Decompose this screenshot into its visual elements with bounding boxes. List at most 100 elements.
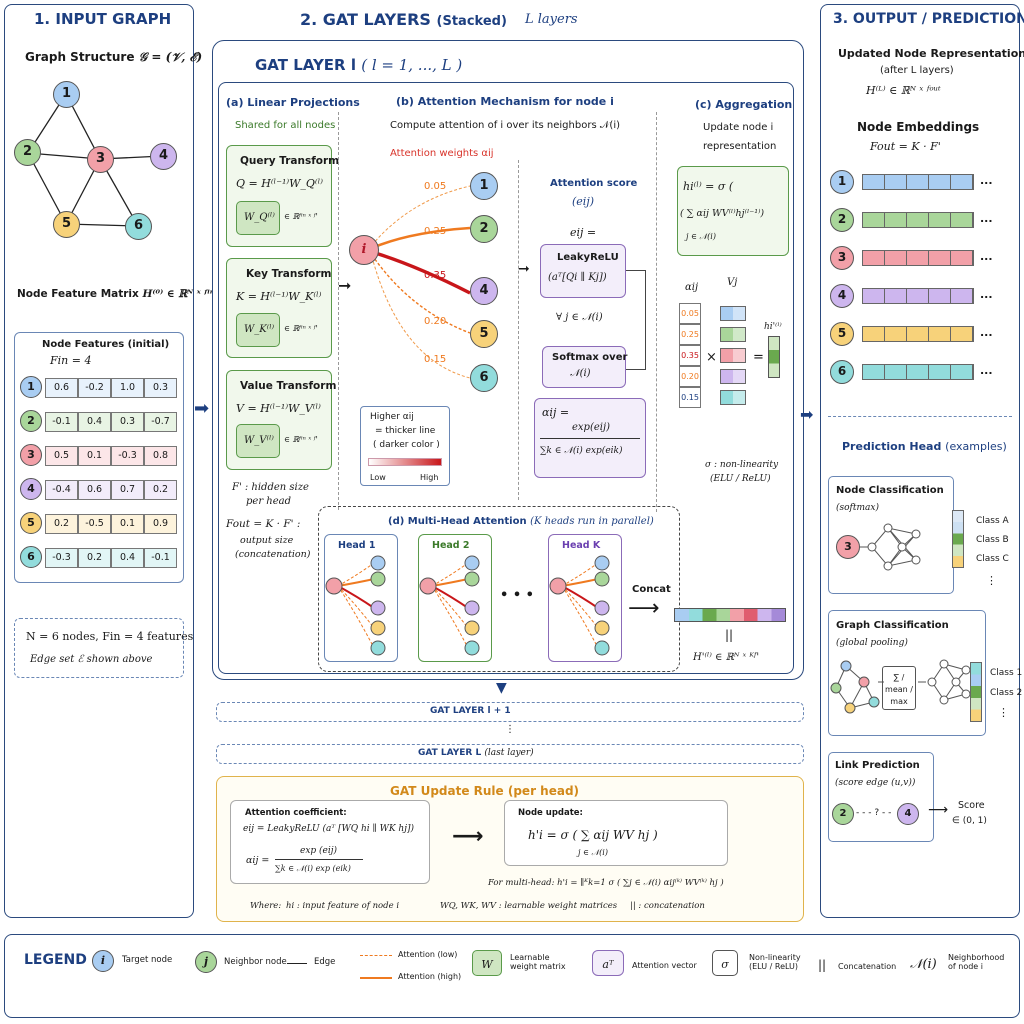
hprime-label: H'⁽ˡ⁾ ∈ ℝᴺ ˣ ᴷᶠ' <box>693 652 760 663</box>
legend-panel <box>4 934 1020 1018</box>
value-transform-label: Value Transform <box>240 380 337 392</box>
graph-node-1: 1 <box>53 81 80 108</box>
legend-edge-line <box>287 963 307 964</box>
feature-cell: 0.8 <box>144 446 177 466</box>
aggregation-eq-3: j ∈ 𝒩(i) <box>686 232 716 241</box>
aggregation-eq-box <box>677 166 789 256</box>
l-layers-label: L layers <box>525 12 578 27</box>
aggregation-alpha-cell: 0.25 <box>679 324 701 345</box>
feature-node-1: 1 <box>20 376 42 398</box>
summary-line-2: Edge set ℰ shown above <box>30 654 153 665</box>
feature-cell: 0.2 <box>144 480 177 500</box>
feature-cell: 1.0 <box>111 378 144 398</box>
legend-title: LEGEND <box>24 952 87 968</box>
attention-weights-label: Attention weights αij <box>390 148 494 159</box>
rule-arrow: ⟶ <box>452 824 484 849</box>
legend-edge-text: Edge <box>314 957 336 967</box>
head-box <box>418 534 492 662</box>
lp-arrow: ⟶ <box>928 802 949 818</box>
divider-b-score <box>518 160 519 500</box>
softmax-n: 𝒩(i) <box>570 368 591 379</box>
output-title: 3. OUTPUT / PREDICTION <box>833 11 1024 27</box>
aggregation-v-cell <box>720 306 746 321</box>
embedding-node-4: 4 <box>830 284 854 308</box>
embedding-node-1: 1 <box>830 170 854 194</box>
att-legend-1: Higher αij <box>370 412 414 422</box>
legend-target-text: Target node <box>122 955 173 965</box>
attention-neighbor-node: 5 <box>470 320 498 348</box>
class-a: Class A <box>976 516 1009 526</box>
head-graph-svg <box>549 555 610 656</box>
shared-label: Shared for all nodes <box>235 120 336 131</box>
attention-neighbor-node: 4 <box>470 277 498 305</box>
node-features-title: Node Features (initial) <box>42 339 170 350</box>
head-label: Head 1 <box>338 540 376 551</box>
key-eq: K = H⁽ˡ⁻¹⁾W_K⁽ˡ⁾ <box>236 290 322 303</box>
divider-b-c <box>656 112 657 512</box>
coef-eq: eij = LeakyReLU (aᵀ [WQ hi ∥ WK hj]) <box>243 824 415 834</box>
aggregation-title: (c) Aggregation <box>695 98 793 111</box>
att-legend-2: = thicker line <box>375 426 436 436</box>
output-divider <box>828 416 1012 417</box>
node-update-sub: j ∈ 𝒩(i) <box>578 848 608 857</box>
legend-att-vec-text: Attention vector <box>632 961 697 970</box>
graph-node-2: 2 <box>14 139 41 166</box>
multi-head-title: (d) Multi-Head Attention (K heads run in… <box>388 516 654 527</box>
embedding-vector <box>862 174 974 190</box>
head-box <box>324 534 398 662</box>
arrow-col2-col3: ➡ <box>800 405 814 424</box>
multihead-eq: For multi-head: h'i = ∥ᴷk=1 σ ( ∑j ∈ 𝒩(i… <box>488 878 724 888</box>
input-graph-title: 1. INPUT GRAPH <box>34 10 172 28</box>
node-embeddings-label: Node Embeddings <box>857 120 980 134</box>
nc-network-svg <box>860 523 921 571</box>
node-class-title: Node Classification <box>836 485 944 496</box>
graph-node-4: 4 <box>150 143 177 170</box>
bracket-line <box>626 270 646 370</box>
feature-cell: 0.2 <box>45 514 78 534</box>
gat-layer-title: GAT LAYER l ( l = 1, ..., L ) <box>255 56 463 74</box>
att-legend-low: Low <box>370 473 386 482</box>
link-pred-sub: (score edge (u,v)) <box>835 778 916 788</box>
pool-label: ∑ / mean / max <box>885 673 913 706</box>
att-legend-box <box>360 406 450 486</box>
graph-node-5: 5 <box>53 211 80 238</box>
embedding-vector <box>862 212 974 228</box>
update-rule-title: GAT Update Rule (per head) <box>390 784 580 798</box>
concat-vector <box>674 608 786 622</box>
legend-nb-text: Neighborhood of node i <box>948 953 1005 971</box>
updated-rep-sub: (after L layers) <box>880 65 954 76</box>
feature-cell: 0.7 <box>111 480 144 500</box>
embedding-node-5: 5 <box>830 322 854 346</box>
head-box <box>548 534 622 662</box>
head-graph-svg <box>419 555 480 656</box>
fprime-line-1: F' : hidden size <box>232 482 309 493</box>
gat-layer-last-box <box>216 744 804 764</box>
legend-conc-sym: || <box>818 958 827 972</box>
attention-weight: 0.25 <box>424 226 447 237</box>
softmax-box <box>542 346 626 388</box>
legend-sigma-icon: σ <box>712 950 738 976</box>
summary-line-1: N = 6 nodes, Fin = 4 features <box>26 630 194 643</box>
alpha-den: ∑k ∈ 𝒩(i) exp(eik) <box>540 446 623 456</box>
value-eq: V = H⁽ˡ⁻¹⁾W_V⁽ˡ⁾ <box>236 402 321 415</box>
aggregation-eq-2: ( ∑ αij WV⁽ˡ⁾hj⁽ˡ⁻¹⁾) <box>680 208 765 219</box>
embedding-node-3: 3 <box>830 246 854 270</box>
feature-cell: -0.3 <box>45 548 78 568</box>
embedding-node-6: 6 <box>830 360 854 384</box>
gat-layer-last-label: GAT LAYER L (last layer) <box>418 748 534 758</box>
leakyrelu-label: LeakyReLU <box>557 252 619 263</box>
where-label: Where: <box>250 901 282 911</box>
embedding-ellipsis: ... <box>980 326 993 339</box>
link-pred-box <box>828 752 934 842</box>
feature-cell: 0.6 <box>78 480 111 500</box>
gc-class-bar <box>970 662 982 722</box>
feature-cell: 0.4 <box>111 548 144 568</box>
attention-neighbor-node: 2 <box>470 215 498 243</box>
legend-nb-sym: 𝒩(i) <box>910 957 937 972</box>
softmax-label: Softmax over <box>552 352 628 363</box>
nc-node: 3 <box>836 535 860 559</box>
wq-dim: ∈ ℝᶠⁱⁿ ˣ ᶠ' <box>284 212 318 221</box>
node-class-sub: (softmax) <box>836 503 879 513</box>
leakyrelu-box <box>540 244 626 298</box>
legend-att-high-text: Attention (high) <box>398 972 462 981</box>
